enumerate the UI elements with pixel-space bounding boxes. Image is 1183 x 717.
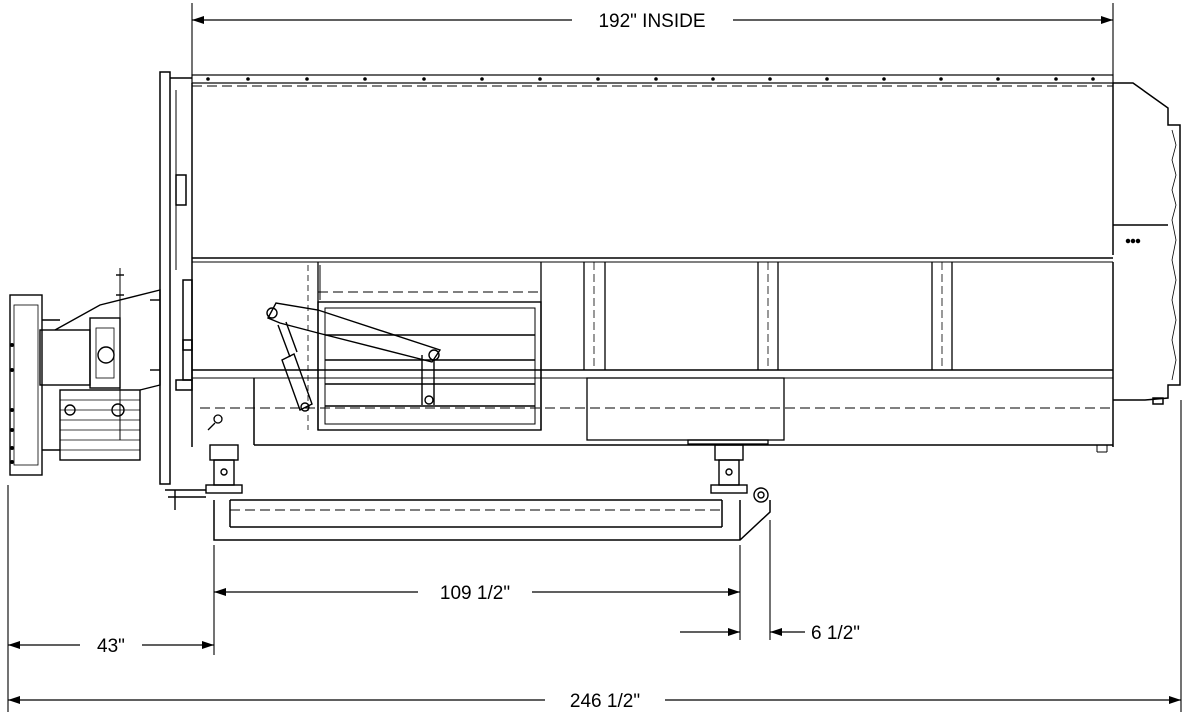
frame-length-label: 109 1/2" [440, 583, 510, 604]
inside-length-label: 192" INSIDE [598, 11, 705, 32]
dimension-front-overhang: 43" [8, 636, 214, 657]
front-overhang-label: 43" [97, 636, 125, 657]
dimension-frame-length: 109 1/2" [214, 583, 740, 604]
side-ribs [317, 262, 953, 445]
jack-stand-right [710, 444, 769, 503]
mount-plate [159, 71, 193, 485]
drive-motor [9, 268, 161, 476]
extension-lines [7, 3, 1182, 712]
dimension-inside-length: 192" INSIDE [192, 11, 1113, 32]
auger-door [307, 265, 542, 431]
offset-label: 6 1/2" [811, 623, 860, 644]
access-key-icon [207, 414, 223, 431]
jack-stand-left [165, 444, 243, 510]
rivet-row [206, 77, 1095, 81]
motor-bolt-holes [10, 343, 14, 464]
box-body [191, 74, 1114, 453]
hydraulic-linkage [266, 302, 442, 412]
dimension-offset: 6 1/2" [680, 623, 860, 644]
rear-hood [1113, 82, 1181, 405]
skid-frame [213, 499, 771, 541]
overall-length-label: 246 1/2" [570, 691, 640, 712]
dimension-overall-length: 246 1/2" [8, 691, 1181, 712]
